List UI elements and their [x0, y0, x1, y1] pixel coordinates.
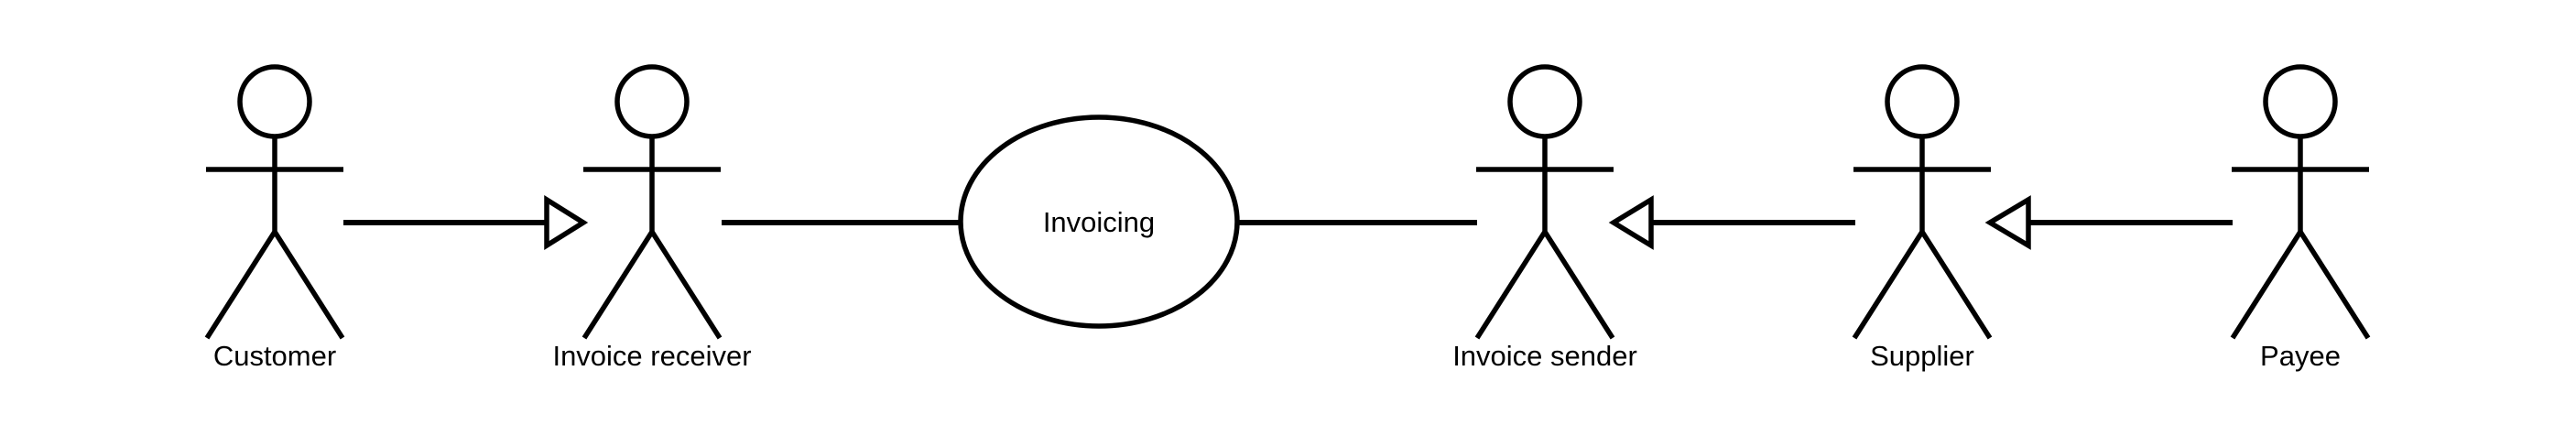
actor-label: Invoice sender [1452, 340, 1637, 372]
edge-generalization-payee-to-supplier[interactable] [1984, 195, 2233, 250]
actor-head-icon [1507, 64, 1582, 139]
actor-label: Supplier [1870, 340, 1974, 372]
use-case-invoicing[interactable]: Invoicing [958, 114, 1240, 329]
actor-body-icon [2230, 136, 2371, 340]
use-case-ellipse [958, 114, 1240, 329]
actor-label: Payee [2260, 340, 2341, 372]
actor-label: Customer [213, 340, 336, 372]
hollow-triangle-arrowhead-icon [544, 195, 589, 250]
actor-head-icon [614, 64, 690, 139]
actor-body-icon [1852, 136, 1993, 340]
edge-generalization-customer-to-invoice-receiver[interactable] [343, 195, 589, 250]
actor-label: Invoice receiver [552, 340, 751, 372]
edge-generalization-supplier-to-invoice-sender[interactable] [1608, 195, 1855, 250]
actor-customer[interactable]: Customer [204, 64, 345, 372]
hollow-triangle-arrowhead-icon [1984, 195, 2031, 250]
actor-payee[interactable]: Payee [2230, 64, 2371, 372]
actor-invoice-sender[interactable]: Invoice sender [1452, 64, 1637, 372]
actor-body-icon [204, 136, 345, 340]
actor-head-icon [1885, 64, 1960, 139]
hollow-triangle-arrowhead-icon [1608, 195, 1654, 250]
actor-invoice-receiver[interactable]: Invoice receiver [552, 64, 752, 372]
use-case-label: Invoicing [1043, 206, 1155, 238]
actor-head-icon [237, 64, 312, 139]
actor-body-icon [1474, 136, 1615, 340]
actor-head-icon [2263, 64, 2338, 139]
actor-supplier[interactable]: Supplier [1852, 64, 1993, 372]
actor-body-icon [582, 136, 723, 340]
